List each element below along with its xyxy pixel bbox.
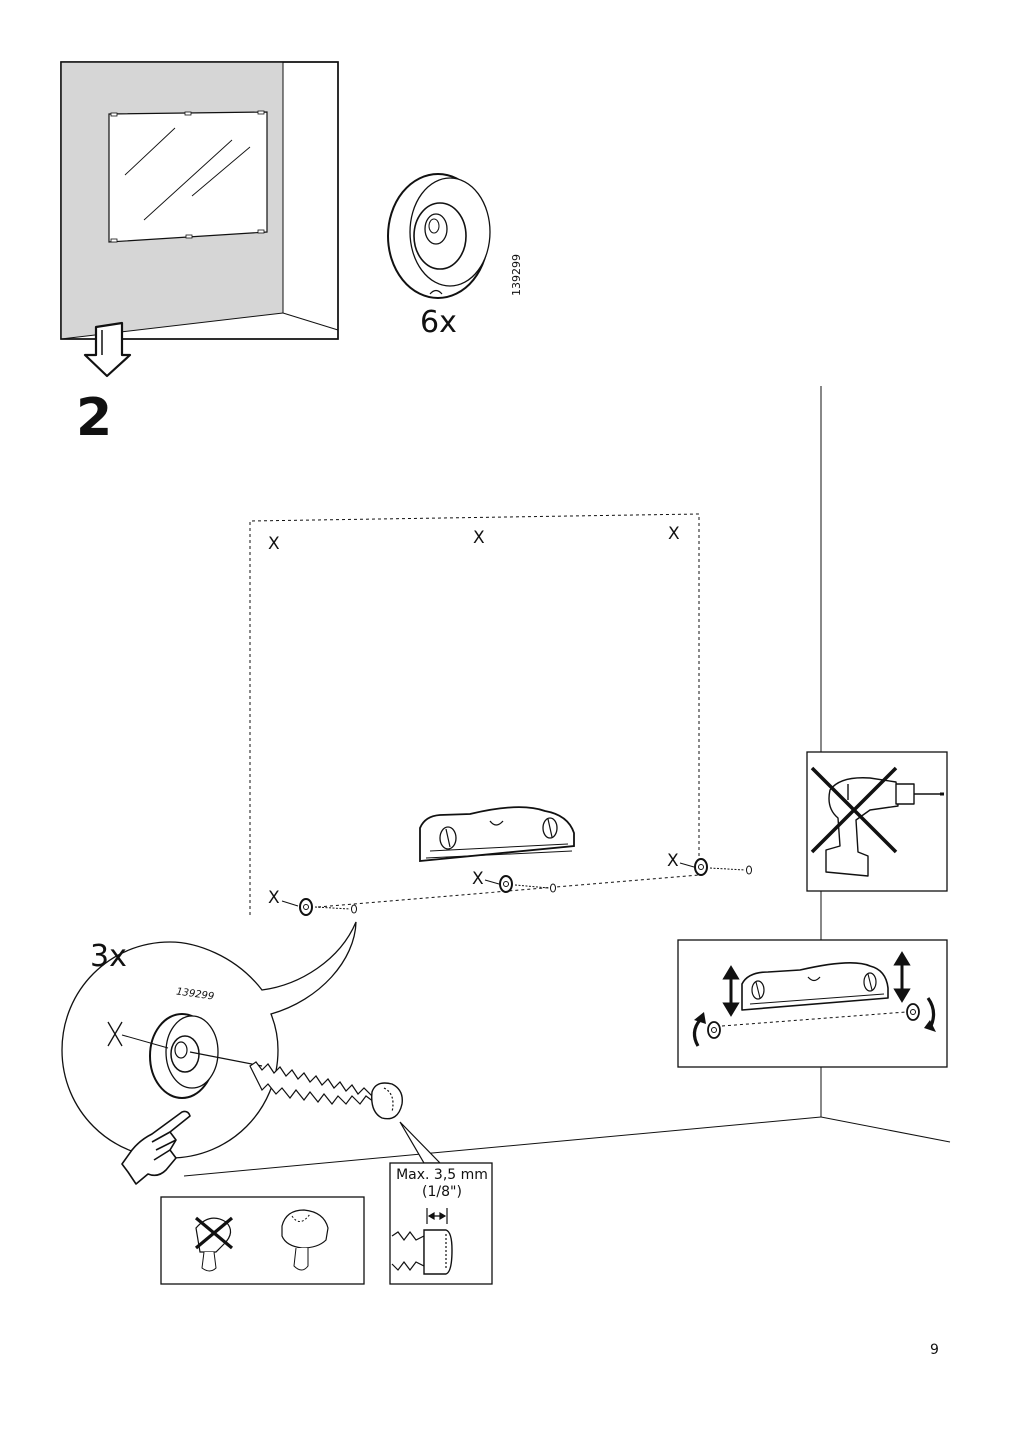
max-head-label: Max. 3,5 mm (1/8"): [393, 1167, 491, 1201]
arrow-down-icon: [83, 321, 132, 378]
correct-screw-head-icon: [281, 1209, 329, 1271]
wall-mark-bottom-left: X: [268, 888, 280, 908]
no-power-drill-icon: [806, 751, 948, 892]
article-number: 139299: [510, 254, 523, 296]
forbidden-screw-head-icon: [194, 1216, 234, 1272]
quantity-used: 3x: [90, 939, 127, 974]
finger-point-icon: [121, 1110, 191, 1185]
spacer-part-large: [387, 173, 491, 299]
wall-mark-top-left: X: [268, 534, 280, 554]
page-number: 9: [930, 1342, 939, 1358]
wall-mark-bottom-middle: X: [472, 869, 484, 889]
screw-head-side-view: [391, 1208, 453, 1275]
max-head-box: [389, 1162, 493, 1285]
wall-mark-top-right: X: [668, 524, 680, 544]
adjust-level-icon: [677, 939, 948, 1068]
mirror-on-wall-scene: [60, 61, 339, 340]
quantity-total: 6x: [420, 305, 457, 340]
detail-callout: [61, 921, 357, 1159]
step-number: 2: [76, 388, 113, 448]
wall-mark-detail: [107, 1021, 123, 1047]
screw-detail: [249, 1061, 403, 1120]
screw-head-comparison-box: [160, 1196, 365, 1285]
spacer-with-screw-left: [281, 898, 357, 916]
max-head-metric: Max. 3,5 mm: [396, 1167, 488, 1183]
max-head-imperial: (1/8"): [422, 1184, 462, 1200]
spacer-with-screw-right: [679, 858, 752, 876]
mirror-outline-dashed: [249, 513, 700, 915]
callout-connector: [399, 1121, 442, 1164]
wall-mark-bottom-right: X: [667, 851, 679, 871]
spirit-level: [419, 806, 575, 862]
wall-mark-top-middle: X: [473, 528, 485, 548]
spacer-with-screw-middle: [484, 875, 556, 893]
